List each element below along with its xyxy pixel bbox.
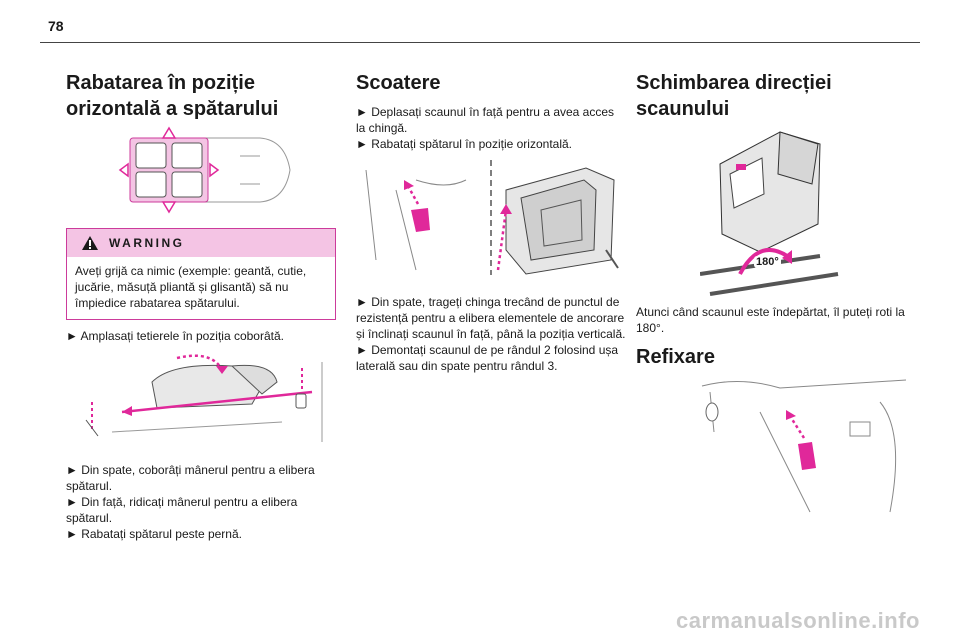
warning-label: WARNING	[109, 236, 185, 250]
step-fold-backrest: ► Rabatați spătarul peste pernă.	[66, 527, 242, 541]
warning-box: WARNING Aveți grijă ca nimic (exemple: g…	[66, 228, 336, 320]
step-pull-strap: ► Din spate, trageți chinga trecând de p…	[356, 295, 626, 341]
column-fold-backrest: Rabatarea în poziție orizontală a spătar…	[66, 70, 334, 122]
step-remove-seat: ► Demontați scaunul de pe rândul 2 folos…	[356, 343, 619, 373]
fold-steps: ► Din spate, coborâți mânerul pentru a e…	[66, 462, 336, 542]
fold-backrest-illustration	[85, 354, 323, 442]
section-title-fold: Rabatarea în poziție orizontală a spătar…	[66, 72, 279, 120]
step-headrests: ► Amplasați tetierele în poziția coborât…	[66, 329, 284, 343]
section-title-direction: Schimbarea direcției scaunului	[636, 72, 832, 120]
step-lower-handle: ► Din spate, coborâți mânerul pentru a e…	[66, 463, 315, 493]
seat-removal-illustration	[365, 160, 619, 275]
warning-text: Aveți grijă ca nimic (exemple: geantă, c…	[75, 264, 307, 310]
section-title-refit: Refixare	[636, 346, 715, 368]
column-direction: Schimbarea direcției scaunului	[636, 70, 904, 122]
top-rule	[40, 42, 920, 43]
column-removal: Scoatere ► Deplasați scaunul în față pen…	[356, 70, 624, 152]
seat-rotation-illustration	[700, 131, 839, 296]
step-raise-handle: ► Din față, ridicați mânerul pentru a el…	[66, 495, 298, 525]
seat-layout-illustration	[118, 126, 291, 214]
rotation-text: Atunci când scaunul este îndepărtat, îl …	[636, 305, 905, 335]
warning-triangle-icon	[82, 236, 98, 250]
page-number: 78	[48, 18, 64, 34]
seat-refit-illustration	[701, 379, 907, 513]
step-move-seat: ► Deplasați scaunul în față pentru a ave…	[356, 105, 615, 135]
removal-steps-top: ► Deplasați scaunul în față pentru a ave…	[356, 104, 624, 152]
rotation-badge: 180°	[754, 256, 781, 268]
section-title-removal: Scoatere	[356, 72, 441, 94]
removal-steps-bottom: ► Din spate, trageți chinga trecând de p…	[356, 294, 626, 374]
step-fold-flat: ► Rabatați spătarul în poziție orizontal…	[356, 137, 572, 151]
footer-watermark: carmanualsonline.info	[676, 608, 920, 633]
warning-header: WARNING	[67, 229, 335, 257]
